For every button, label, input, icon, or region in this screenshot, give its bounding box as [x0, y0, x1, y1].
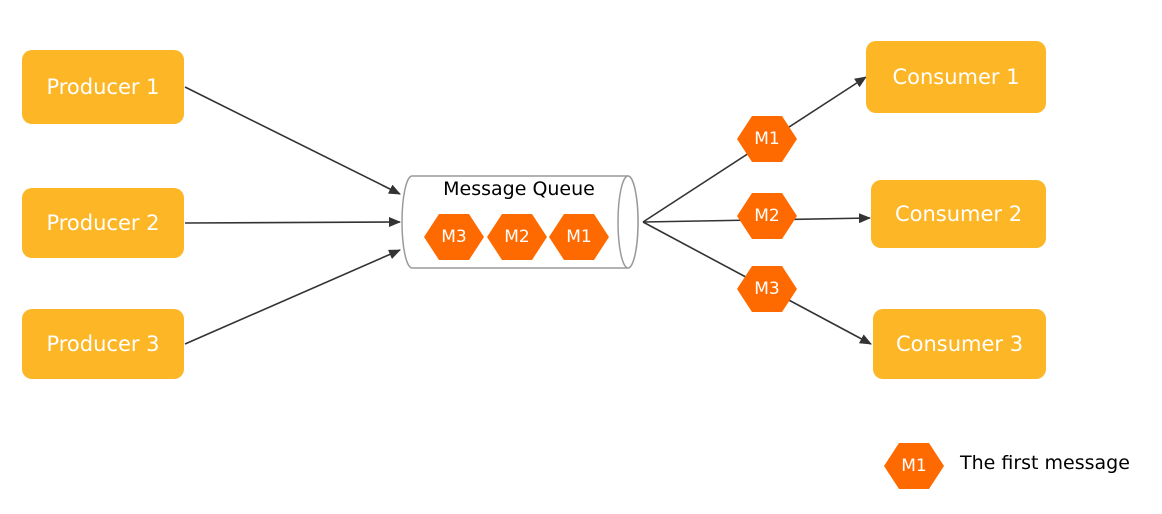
delivered-message-m2: M2: [737, 193, 797, 239]
edge-producer3-queue: [184, 249, 401, 345]
consumer-1: Consumer 1: [866, 41, 1046, 113]
consumer-3: Consumer 3: [873, 309, 1046, 379]
producer-1: Producer 1: [22, 50, 184, 124]
producer-2: Producer 2: [22, 188, 184, 258]
message-queue-title: Message Queue: [443, 178, 595, 200]
producer-3: Producer 3: [22, 309, 184, 379]
queued-message-m2: M2: [487, 214, 547, 260]
delivered-message-m1: M1: [737, 116, 797, 162]
edge-producer2-queue: [184, 217, 401, 228]
consumer-2: Consumer 2: [871, 180, 1046, 248]
edge-producer1-queue: [184, 86, 401, 195]
legend-text: The first message: [960, 452, 1130, 474]
queued-message-m3: M3: [424, 214, 484, 260]
queued-message-m1: M1: [549, 214, 609, 260]
